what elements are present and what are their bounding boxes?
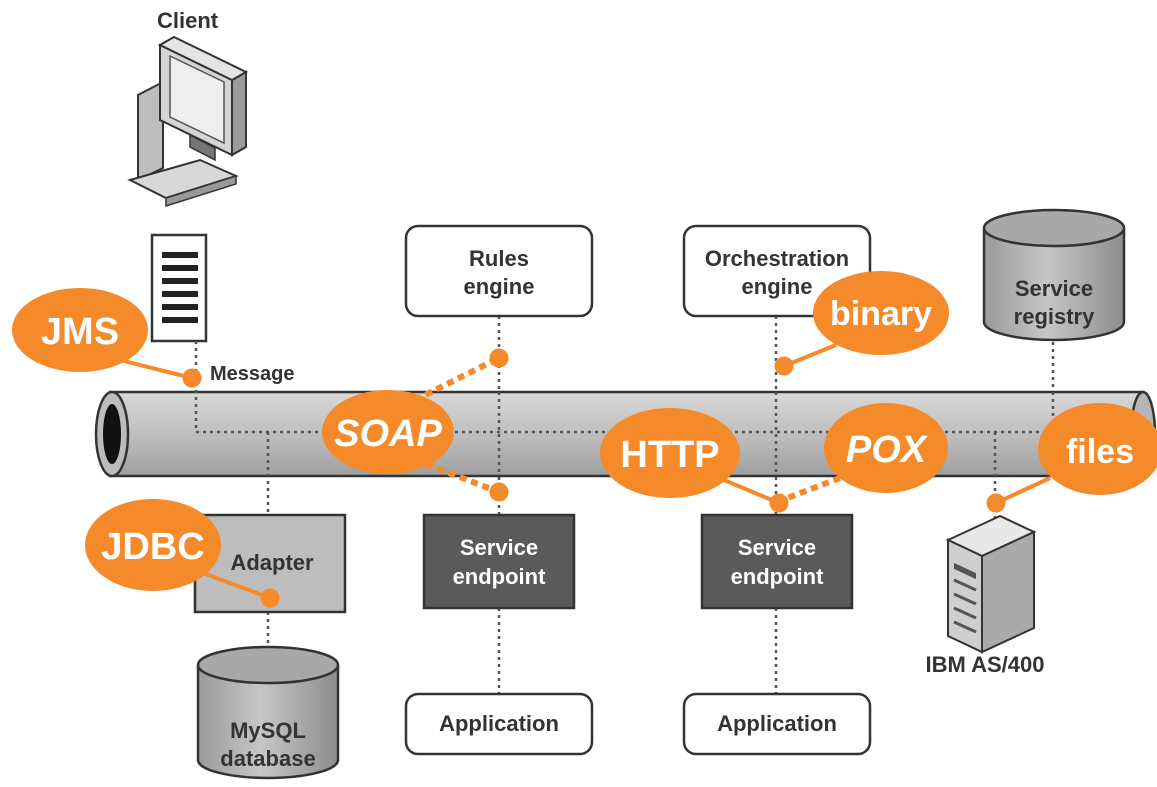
- svg-text:MySQL: MySQL: [230, 718, 306, 743]
- svg-text:Adapter: Adapter: [230, 550, 314, 575]
- svg-text:SOAP: SOAP: [334, 413, 442, 455]
- bus-dotted-taps: [266, 392, 1055, 476]
- application-2-node: Application: [682, 692, 872, 756]
- svg-text:Orchestration: Orchestration: [705, 246, 849, 271]
- client-label: Client: [157, 8, 219, 33]
- svg-text:database: database: [220, 746, 315, 771]
- svg-text:Rules: Rules: [469, 246, 529, 271]
- svg-text:registry: registry: [1014, 304, 1095, 329]
- svg-text:JDBC: JDBC: [101, 526, 204, 568]
- client-computer-icon: [127, 35, 249, 208]
- svg-text:endpoint: endpoint: [453, 564, 547, 589]
- svg-text:endpoint: endpoint: [731, 564, 825, 589]
- svg-text:HTTP: HTTP: [620, 434, 719, 476]
- svg-text:files: files: [1066, 433, 1134, 471]
- svg-text:engine: engine: [464, 274, 535, 299]
- ibm-as400-label: IBM AS/400: [925, 652, 1044, 677]
- mysql-database-node: MySQL database: [196, 645, 340, 780]
- svg-text:POX: POX: [846, 429, 929, 471]
- rules-engine-node: Rules engine: [404, 224, 594, 318]
- pox-callout: POX: [780, 403, 948, 503]
- message-label: Message: [210, 363, 295, 385]
- svg-text:engine: engine: [742, 274, 813, 299]
- svg-text:Service: Service: [460, 535, 538, 560]
- connector-lines: [194, 316, 1055, 694]
- service-endpoint-1-node: Service endpoint: [422, 513, 576, 610]
- files-callout: files: [986, 403, 1157, 513]
- svg-text:Application: Application: [717, 711, 837, 736]
- svg-text:binary: binary: [830, 295, 932, 333]
- jms-callout: JMS: [12, 288, 202, 388]
- message-document-icon: [150, 233, 208, 343]
- jdbc-callout: JDBC: [85, 499, 280, 608]
- svg-text:Service: Service: [1015, 276, 1093, 301]
- service-registry-node: Service registry: [982, 208, 1126, 342]
- svg-text:Service: Service: [738, 535, 816, 560]
- ibm-server-icon: [945, 514, 1037, 654]
- http-callout: HTTP: [600, 408, 789, 513]
- binary-callout: binary: [774, 271, 949, 376]
- svg-text:Application: Application: [439, 711, 559, 736]
- service-endpoint-2-node: Service endpoint: [700, 513, 854, 610]
- soap-callout: SOAP: [322, 348, 509, 502]
- svg-text:JMS: JMS: [41, 311, 119, 353]
- bus-dotted-route: [194, 390, 1053, 434]
- application-1-node: Application: [404, 692, 594, 756]
